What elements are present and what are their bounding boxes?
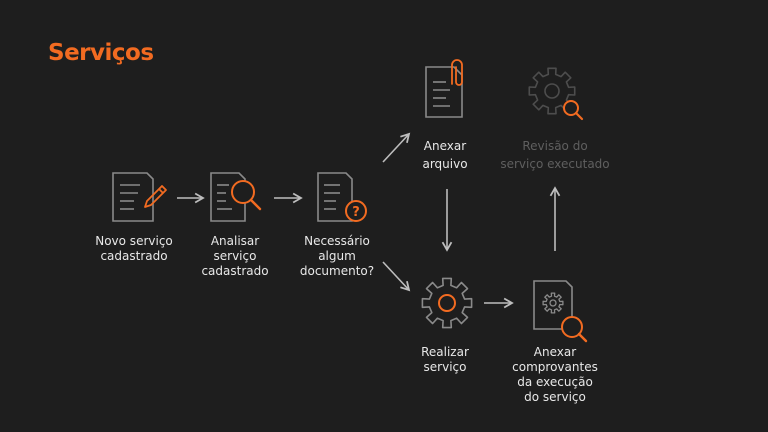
question-mark: ? bbox=[352, 205, 360, 220]
document-question-icon: ? bbox=[317, 172, 367, 222]
arrow-3-to-4 bbox=[382, 132, 411, 163]
document-gear-search-icon bbox=[533, 280, 588, 343]
document-attach-icon bbox=[425, 59, 463, 118]
document-search-icon bbox=[210, 172, 262, 222]
gear-icon bbox=[421, 277, 473, 329]
arrow-3-to-6 bbox=[382, 261, 411, 292]
document-pencil-icon bbox=[112, 172, 167, 222]
page-title: Serviços bbox=[48, 40, 154, 66]
gear-search-icon bbox=[528, 67, 584, 121]
